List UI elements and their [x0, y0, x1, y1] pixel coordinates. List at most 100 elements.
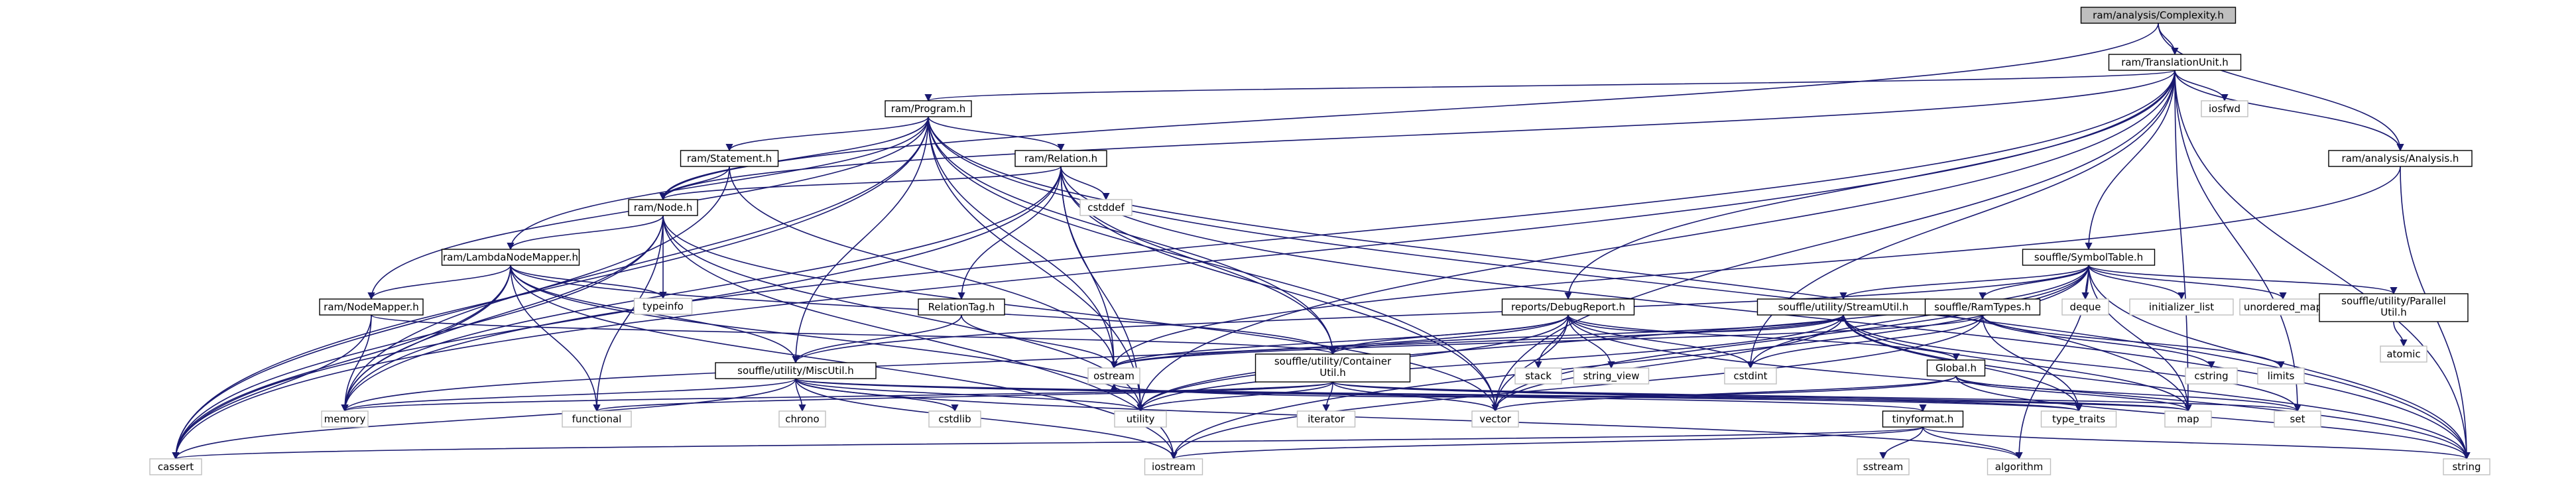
node-statement[interactable]: ram/Statement.h: [680, 150, 779, 167]
node-analysis[interactable]: ram/analysis/Analysis.h: [2328, 150, 2473, 167]
node-ramtypes[interactable]: souffle/RamTypes.h: [1924, 298, 2041, 316]
node-box: [2380, 345, 2427, 363]
edge-node-to-utility: [662, 215, 1144, 412]
edge-program-to-node: [659, 116, 929, 201]
node-label: set: [2290, 413, 2305, 425]
edge-ramtypes-to-cstring: [1982, 314, 2215, 369]
node-box: [321, 410, 369, 428]
node-box: [1014, 150, 1107, 167]
node-limits: limits: [2257, 367, 2305, 385]
edge-lnm-to-memory: [341, 265, 511, 412]
edge-global-to-map: [1955, 375, 2192, 412]
node-label: ram/analysis/Complexity.h: [2093, 9, 2224, 21]
node-global[interactable]: Global.h: [1926, 359, 1986, 377]
edge-symboltable-to-map: [2088, 265, 2192, 412]
node-label: ram/TranslationUnit.h: [2121, 56, 2229, 68]
node-program[interactable]: ram/Program.h: [885, 100, 972, 117]
node-box: [2319, 293, 2469, 322]
node-iterator: iterator: [1296, 410, 1356, 428]
edge-miscutil-to-chrono: [795, 378, 806, 412]
node-initlist: initializer_list: [2129, 298, 2234, 316]
edge-relation-to-relationtag: [957, 166, 1062, 300]
node-label: Global.h: [1935, 362, 1977, 374]
node-typeinfo: typeinfo: [633, 298, 693, 315]
edge-tu-to-analysis: [2174, 70, 2404, 152]
edge-lnm-to-typeinfo: [510, 265, 667, 300]
edge-nodemapper-to-containerutil: [371, 314, 1337, 355]
node-tu[interactable]: ram/TranslationUnit.h: [2108, 54, 2242, 71]
node-box: [2185, 367, 2238, 385]
edge-complexity-to-analysis: [2158, 23, 2404, 152]
node-ostream: ostream: [1087, 367, 1140, 385]
node-label: limits: [2268, 370, 2295, 382]
node-stack: stack: [1514, 367, 1562, 385]
dependency-nodes: ram/analysis/Complexity.h ram/Translation…: [149, 7, 2490, 475]
node-label: souffle/utility/Parallel: [2341, 295, 2446, 307]
edge-tu-to-memory: [341, 70, 2176, 412]
node-label: type_traits: [2052, 413, 2105, 426]
node-box: [778, 410, 826, 428]
node-label: ram/Relation.h: [1024, 153, 1097, 164]
node-box: [2022, 249, 2156, 266]
edge-symboltable-to-utility: [1136, 265, 2089, 412]
node-label: ram/Program.h: [891, 103, 966, 115]
node-label: functional: [572, 413, 622, 425]
node-nodemapper[interactable]: ram/NodeMapper.h: [319, 298, 424, 316]
edge-lnm-to-iostream: [510, 265, 1178, 460]
edge-tinyformat-to-algorithm: [1922, 426, 2023, 460]
edge-program-to-relation: [928, 116, 1065, 152]
node-box: [319, 298, 424, 316]
node-label: cassert: [158, 461, 194, 473]
node-box: [2080, 7, 2237, 24]
node-box: [918, 298, 1005, 316]
node-label: unordered_map: [2244, 301, 2322, 314]
edge-node-to-cassert: [172, 215, 664, 460]
node-stringview: string_view: [1573, 367, 1650, 385]
edge-relation-to-utility: [1060, 166, 1144, 412]
node-label: ram/Statement.h: [687, 153, 772, 164]
node-debugreport[interactable]: reports/DebugReport.h: [1501, 298, 1635, 316]
node-cstdint: cstdint: [1724, 367, 1777, 385]
node-miscutil[interactable]: souffle/utility/MiscUtil.h: [715, 362, 877, 379]
edge-miscutil-to-cassert: [172, 378, 796, 460]
node-box: [441, 249, 580, 266]
edge-streamutil-to-vector: [1491, 314, 1844, 412]
edge-complexity-to-tu: [2158, 23, 2179, 56]
edge-tu-to-node: [659, 70, 2176, 201]
edge-tu-to-cassert: [172, 70, 2176, 460]
edge-node-to-functional: [593, 215, 664, 412]
node-box: [1724, 367, 1777, 385]
node-lnm[interactable]: ram/LambdaNodeMapper.h: [441, 249, 580, 266]
edge-symboltable-to-initlist: [2088, 265, 2185, 300]
node-box: [633, 298, 693, 315]
node-relationtag[interactable]: RelationTag.h: [918, 298, 1005, 316]
edge-ramtypes-to-typetraits: [1982, 314, 2083, 412]
node-label: vector: [1479, 413, 1511, 425]
node-label: ram/analysis/Analysis.h: [2342, 153, 2459, 164]
node-label: typeinfo: [643, 300, 684, 312]
node-relation[interactable]: ram/Relation.h: [1014, 150, 1107, 167]
node-symboltable[interactable]: souffle/SymbolTable.h: [2022, 249, 2156, 266]
edge-debugreport-to-global: [1567, 314, 1960, 361]
edge-debugreport-to-cstdint: [1567, 314, 1754, 369]
node-tinyformat[interactable]: tinyformat.h: [1882, 410, 1964, 428]
node-complexity[interactable]: ram/analysis/Complexity.h: [2080, 7, 2237, 24]
node-box: [2257, 367, 2305, 385]
node-streamutil[interactable]: souffle/utility/StreamUtil.h: [1756, 298, 1930, 316]
node-box: [1926, 359, 1986, 377]
node-umap: unordered_map: [2239, 298, 2327, 316]
edge-tu-to-iosfwd: [2174, 70, 2229, 102]
edge-global-to-ostream: [1110, 375, 1957, 398]
node-label: souffle/SymbolTable.h: [2034, 251, 2143, 263]
edge-relation-to-cassert: [172, 166, 1062, 460]
edge-global-to-vector: [1491, 375, 1957, 412]
edge-relation-to-node: [659, 166, 1062, 201]
node-label: Util.h: [1319, 367, 1345, 379]
edge-program-to-statement: [725, 116, 929, 152]
node-functional: functional: [562, 410, 632, 428]
edge-program-to-miscutil: [792, 116, 929, 364]
node-box: [1296, 410, 1356, 428]
node-node[interactable]: ram/Node.h: [628, 199, 698, 216]
